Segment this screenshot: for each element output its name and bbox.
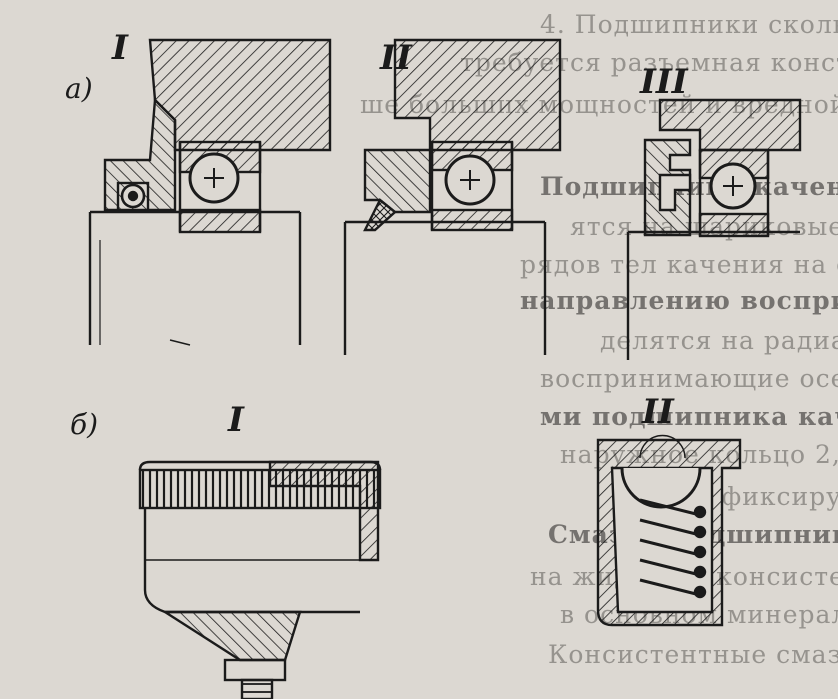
figure-b-part-2-label: II <box>642 392 674 432</box>
figure-a-seal-3 <box>626 98 802 360</box>
background-text-line: делятся на радиальные, радиально-упорные… <box>600 326 838 355</box>
background-text-line: направлению воспринимаемой нагрузки подш… <box>520 286 838 315</box>
background-text-line: Консистентные смазки получаются путем за… <box>548 640 838 669</box>
figure-b-part-1-label: I <box>228 400 244 440</box>
figure-b-grease-cup <box>138 460 382 699</box>
figure-b-label: б) <box>70 408 99 441</box>
background-text-line: ми подшипника качения (рис. 36) являются… <box>540 402 838 431</box>
figure-a-seal-1 <box>88 38 332 346</box>
figure-a-label: а) <box>65 72 93 105</box>
figure-a-part-3-label: III <box>640 62 688 102</box>
background-text-line: рядов тел качения на одно- и многорядные… <box>520 250 838 279</box>
figure-a-part-1-label: I <box>112 28 128 68</box>
figure-a-seal-2 <box>343 38 562 355</box>
background-text-line: 4. Подшипники скольжения пригодны для лю… <box>540 10 838 39</box>
background-text-line: воспринимающие осевую нагрузку. Основным… <box>540 364 838 393</box>
figure-a-part-2-label: II <box>380 38 412 78</box>
figure-b-ball-oiler <box>596 434 742 627</box>
